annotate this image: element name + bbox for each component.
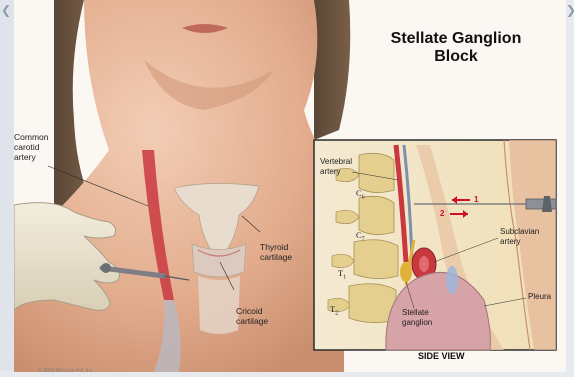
label-pleura: Pleura: [528, 292, 551, 302]
label-common-carotid-artery: Common carotid artery: [14, 132, 48, 162]
inset-caption: SIDE VIEW: [418, 351, 465, 361]
corner-mark-icon: ❯: [566, 3, 574, 17]
inset-syringe: [526, 199, 556, 209]
label-stellate-ganglion: Stellate ganglion: [402, 308, 432, 327]
label-c6: C6: [356, 188, 365, 201]
frame-left-border: [0, 0, 14, 377]
copyright-notice: © 2003 McGraw-Hill, Inc.: [38, 368, 94, 374]
label-cricoid-cartilage: Cricoid cartilage: [236, 306, 268, 326]
corner-mark-icon: ❮: [1, 3, 11, 17]
trachea: [198, 276, 240, 334]
label-t2: T2: [330, 304, 338, 317]
stellate-ganglion-illustration: Stellate Ganglion Block Common carotid a…: [14, 0, 566, 372]
syringe-hub: [101, 263, 111, 273]
label-subclavian-artery: Subclavian artery: [500, 227, 539, 246]
label-t1: T1: [338, 268, 346, 281]
label-thyroid-cartilage: Thyroid cartilage: [260, 242, 292, 262]
label-step-2: 2: [440, 209, 444, 218]
label-c7: C7: [356, 230, 365, 243]
figure-title: Stellate Ganglion Block: [380, 30, 532, 66]
label-step-1: 1: [474, 195, 478, 204]
frame-right-border: [566, 0, 574, 377]
label-vertebral-artery: Vertebral artery: [320, 157, 352, 176]
